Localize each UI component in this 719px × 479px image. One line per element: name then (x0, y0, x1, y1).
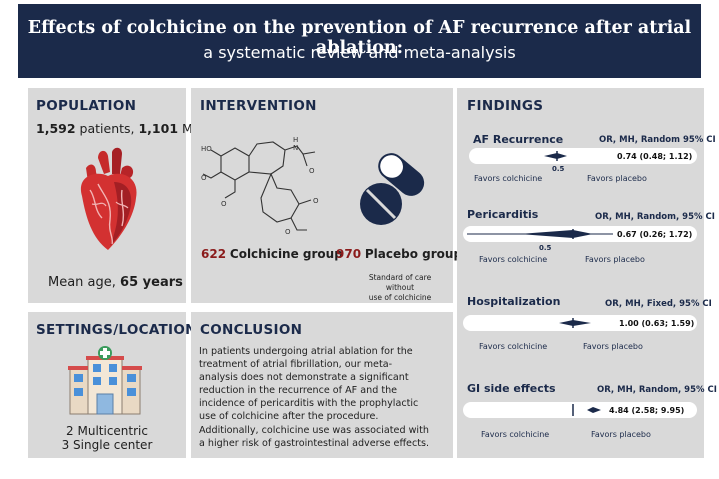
page-subtitle: a systematic review and meta-analysis (203, 43, 516, 62)
pericarditis-right-label: Favors placebo (585, 255, 645, 264)
molecule-ho-label: HO (201, 145, 212, 153)
molecule-o-label-3: O (201, 174, 207, 182)
molecule-o-label-5: O (285, 228, 291, 236)
af-recurrence-tick: 0.5 (552, 165, 565, 173)
men-count: 1,101 (138, 121, 179, 136)
colchicine-label: Colchicine group (229, 247, 343, 261)
conclusion-line: use of colchicine after the procedure. (199, 411, 379, 423)
hospitalization-result: 1.00 (0.63; 1.59) (619, 319, 695, 328)
gi-side-effects-title: GI side effects (467, 382, 556, 395)
conclusion-line: treatment of atrial fibrillation, our me… (199, 359, 393, 371)
settings-panel: SETTINGS/LOCATIONS 2 Multicentric 3 Sing… (28, 312, 206, 458)
af-recurrence-estimate-diamond (544, 151, 567, 161)
placebo-label: Placebo group (364, 247, 463, 261)
hospital-icon (68, 346, 142, 415)
heart-icon (80, 147, 137, 250)
placebo-note-line-1: Standard of care without (368, 273, 432, 292)
placebo-note: Standard of care without use of colchici… (355, 273, 445, 303)
settings-single-center: 3 Single center (61, 438, 153, 452)
af-recurrence-left-label: Favors colchicine (474, 174, 543, 183)
af-recurrence-forest (469, 148, 697, 164)
population-title: POPULATION (36, 98, 137, 114)
molecule-o-label-2: O (313, 197, 319, 205)
pericarditis-title: Pericarditis (467, 208, 539, 221)
hospitalization-left-label: Favors colchicine (479, 342, 548, 351)
colchicine-count: 622 (201, 247, 227, 261)
pericarditis-estimate-diamond (467, 229, 613, 239)
molecule-o-label-4: O (221, 200, 227, 208)
conclusion-line: Additionally, colchicine use was associa… (199, 424, 429, 436)
af-recurrence-method: OR, MH, Random 95% CI (599, 135, 716, 145)
intervention-title: INTERVENTION (200, 98, 317, 114)
population-counts: 1,592 patients, 1,101 Men (36, 121, 208, 136)
patients-count: 1,592 (36, 121, 76, 136)
mean-age-label: Mean age, (48, 275, 116, 290)
findings-title: FINDINGS (467, 98, 544, 114)
intervention-panel: INTERVENTION HO H N O O O O O 622 (191, 88, 462, 303)
findings-panel: FINDINGS AF Recurrence OR, MH, Random 95… (457, 88, 717, 458)
conclusion-panel: CONCLUSION In patients undergoing atrial… (191, 312, 453, 458)
header-banner: Effects of colchicine on the prevention … (18, 4, 701, 78)
placebo-group: 970 Placebo group (336, 247, 462, 261)
mean-age: Mean age, 65 years (48, 275, 183, 290)
conclusion-title: CONCLUSION (200, 322, 303, 338)
molecule-h-label: H (293, 136, 298, 144)
gi-side-effects-right-label: Favors placebo (591, 430, 651, 439)
af-recurrence-title: AF Recurrence (473, 133, 564, 146)
molecule-o-label-1: O (309, 167, 315, 175)
af-recurrence-result: 0.74 (0.48; 1.12) (617, 152, 693, 161)
patients-label: patients, (79, 121, 135, 136)
conclusion-line: In patients undergoing atrial ablation f… (199, 346, 413, 357)
colchicine-group: 622 Colchicine group (201, 247, 343, 261)
af-recurrence-right-label: Favors placebo (587, 174, 647, 183)
gi-side-effects-forest (463, 402, 697, 418)
molecule-n-label: N (293, 144, 298, 152)
conclusion-line: reduction in the recurrence of AF and th… (199, 385, 398, 397)
conclusion-line: a higher risk of gastrointestinal advers… (199, 437, 430, 449)
molecule-icon: HO H N O O O O O (201, 136, 319, 236)
pill-icon (360, 153, 425, 225)
conclusion-text: In patients undergoing atrial ablation f… (199, 345, 447, 450)
conclusion-line: incidence of pericarditis with the proph… (199, 398, 419, 410)
pericarditis-result: 0.67 (0.26; 1.72) (617, 230, 693, 239)
conclusion-line: analysis does not demonstrate a signific… (199, 372, 409, 384)
mean-age-value: 65 years (120, 275, 183, 290)
pericarditis-left-label: Favors colchicine (479, 255, 548, 264)
page-title: Effects of colchicine on the prevention … (27, 18, 692, 58)
hospitalization-right-label: Favors placebo (583, 342, 643, 351)
gi-side-effects-method: OR, MH, Random, 95% CI (597, 385, 717, 395)
gi-side-effects-result: 4.84 (2.58; 9.95) (609, 406, 685, 415)
hospitalization-estimate-diamond (559, 318, 591, 328)
placebo-count: 970 (336, 247, 362, 261)
placebo-note-line-2: use of colchicine (368, 293, 432, 302)
pericarditis-method: OR, MH, Random, 95% CI (595, 212, 715, 222)
hospitalization-method: OR, MH, Fixed, 95% CI (605, 299, 712, 309)
gi-side-effects-estimate-diamond (572, 404, 601, 416)
settings-title: SETTINGS/LOCATIONS (36, 322, 207, 338)
hospitalization-title: Hospitalization (467, 295, 561, 308)
population-panel: POPULATION 1,592 patients, 1,101 Men Mea… (28, 88, 208, 303)
settings-multicentric: 2 Multicentric (66, 424, 148, 438)
pericarditis-tick: 0.5 (539, 244, 552, 252)
settings-lines: 2 Multicentric 3 Single center (28, 424, 186, 452)
gi-side-effects-left-label: Favors colchicine (481, 430, 550, 439)
